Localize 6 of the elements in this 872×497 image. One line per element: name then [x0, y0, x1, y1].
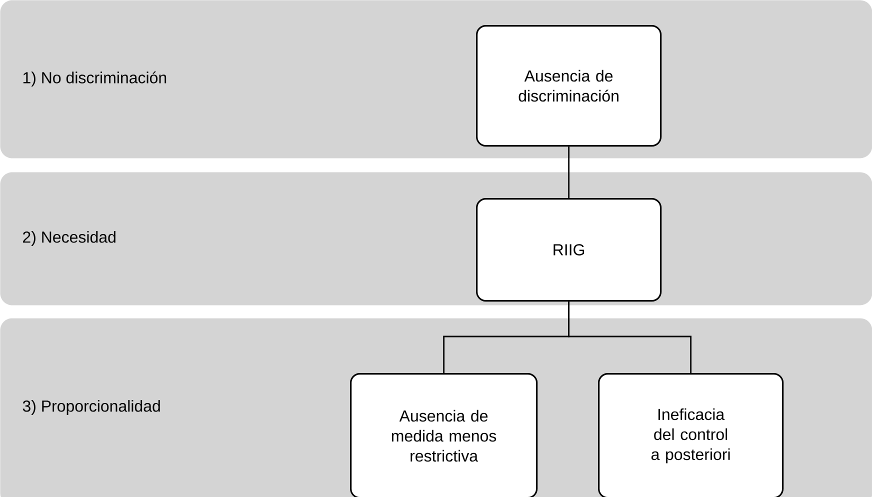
- connector-line: [568, 302, 692, 373]
- connector-line: [568, 146, 570, 198]
- process-box: RIIG: [476, 198, 662, 302]
- process-box: Ausencia de medida menos restrictiva: [350, 373, 538, 497]
- process-box: Ausencia de discriminación: [476, 25, 662, 147]
- process-box: Ineficacia del control a posteriori: [598, 373, 784, 497]
